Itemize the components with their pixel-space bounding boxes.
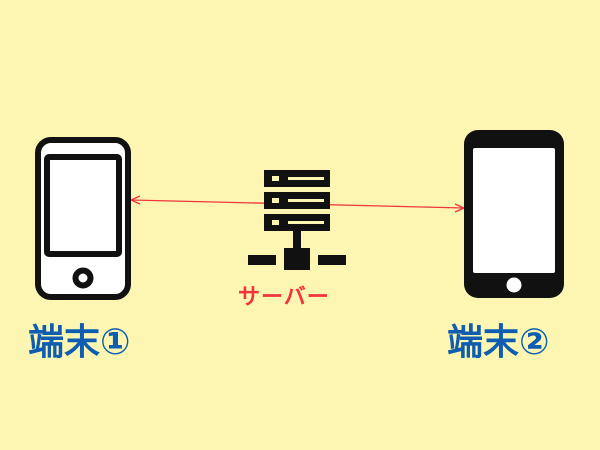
server-label: サーバー (238, 285, 330, 310)
smartphone-icon (35, 137, 131, 300)
smartphone-icon (464, 130, 564, 298)
device-2-label: 端末② (447, 322, 550, 363)
arrowhead-left (129, 195, 141, 205)
device-1-label: 端末① (28, 322, 131, 363)
server-icon (248, 170, 346, 270)
